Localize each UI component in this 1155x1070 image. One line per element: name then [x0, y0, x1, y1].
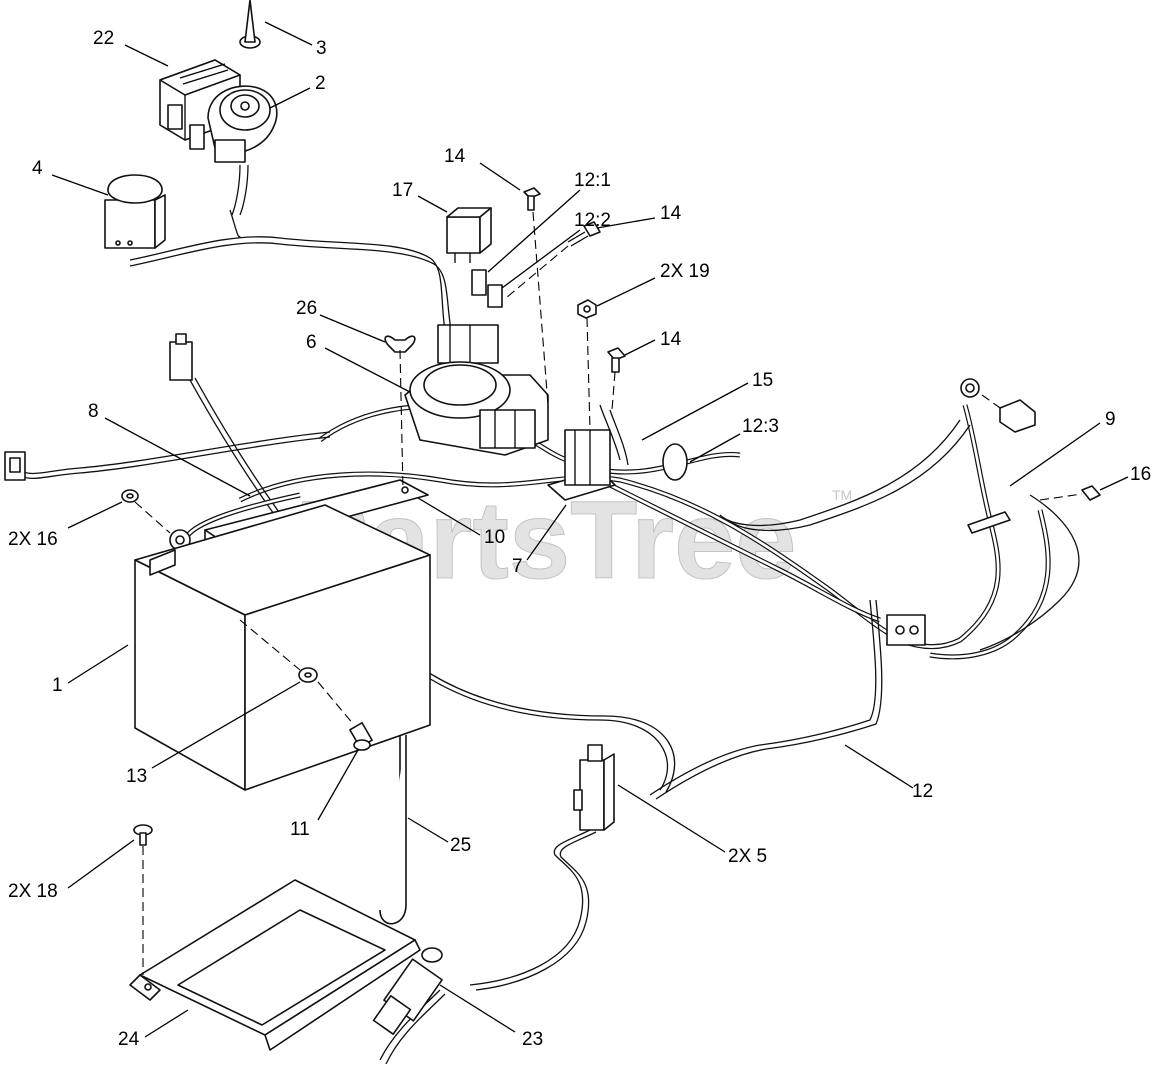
callout-10: 10 — [484, 527, 505, 548]
callout-12-3: 12:3 — [742, 416, 779, 437]
leader-lines — [51, 21, 1129, 1038]
callout-labels: 22 3 2 4 14 12:1 17 12:2 14 2X 19 26 6 1… — [8, 28, 1151, 1050]
left-connector — [4, 451, 26, 481]
part-25-j-bolt — [379, 735, 407, 925]
callout-19: 2X 19 — [660, 261, 710, 282]
part-16-washer — [121, 489, 139, 503]
part-9-ring-terminal — [960, 378, 1036, 433]
part-12-fuse-holder — [437, 269, 503, 364]
watermark-trademark: TM — [832, 487, 852, 503]
part-2-ignition-switch — [207, 85, 278, 163]
callout-18: 2X 18 — [8, 881, 58, 902]
part-3-key — [239, 0, 261, 49]
callout-1: 1 — [52, 675, 63, 696]
callout-17: 17 — [392, 180, 413, 201]
callout-24: 24 — [118, 1029, 140, 1050]
callout-7: 7 — [512, 556, 523, 577]
part-6-solenoid — [404, 361, 549, 456]
callout-6: 6 — [306, 332, 317, 353]
callout-16-right: 16 — [1130, 464, 1151, 485]
callout-16-left: 2X 16 — [8, 529, 58, 550]
callout-11: 11 — [290, 819, 310, 840]
part-26-wing-nut — [384, 335, 416, 353]
part-1-battery — [134, 504, 431, 791]
callout-25: 25 — [450, 835, 471, 856]
part-4-pto-switch — [104, 174, 166, 249]
callout-3: 3 — [316, 38, 327, 59]
callout-2: 2 — [315, 73, 326, 94]
callout-8: 8 — [88, 401, 99, 422]
part-14-bolt-c — [607, 347, 626, 373]
part-5-switch — [573, 744, 615, 831]
callout-26: 26 — [296, 298, 317, 319]
part-19-nut — [577, 299, 597, 319]
callout-14-mid: 14 — [660, 203, 682, 224]
callout-15: 15 — [752, 370, 773, 391]
part-17-relay — [446, 207, 492, 263]
part-11-bolt — [349, 722, 373, 751]
callout-12: 12 — [912, 781, 933, 802]
callout-13: 13 — [126, 766, 147, 787]
callout-14-top: 14 — [444, 146, 466, 167]
callout-12-1: 12:1 — [574, 170, 611, 191]
assembly-lines — [134, 211, 616, 975]
part-18-screw — [133, 824, 153, 846]
callout-4: 4 — [32, 158, 43, 179]
part-24-battery-tray — [129, 879, 421, 1051]
right-terminal — [967, 511, 1011, 534]
part-7-terminal-block — [547, 404, 629, 501]
callout-23: 23 — [522, 1029, 543, 1050]
wiring-harness — [19, 164, 1080, 1065]
part-14-bolt-a — [523, 187, 541, 211]
callout-14-low: 14 — [660, 329, 682, 350]
part-16-bolt — [1039, 485, 1101, 501]
part-14-bolt-b — [567, 221, 601, 247]
part-13-washer — [298, 667, 318, 683]
callout-22: 22 — [93, 28, 114, 49]
callout-5: 2X 5 — [728, 846, 767, 867]
part-15-grommet — [662, 443, 688, 481]
callout-9: 9 — [1105, 409, 1116, 430]
top-connector — [169, 333, 193, 381]
harness-connector-right — [886, 614, 926, 646]
part-23-switch — [372, 947, 443, 1035]
callout-12-2: 12:2 — [574, 210, 611, 231]
